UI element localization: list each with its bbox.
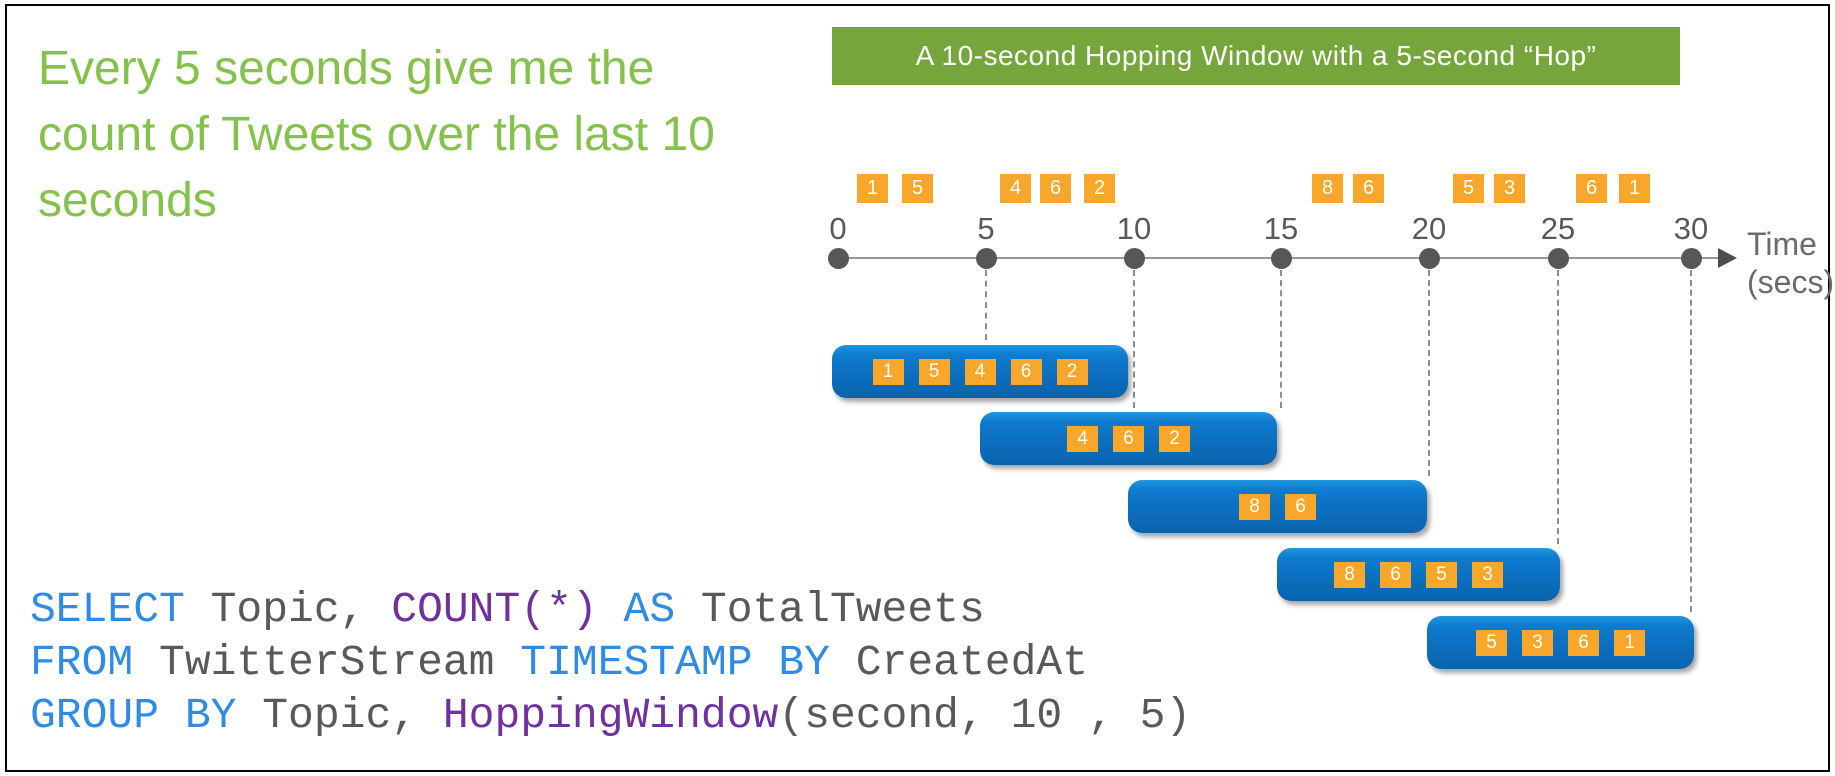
code-token: AS <box>623 585 676 634</box>
event-chip: 4 <box>1000 174 1031 203</box>
code-line: GROUP BY Topic, HoppingWindow(second, 10… <box>30 689 1191 742</box>
tick-dot <box>1548 248 1569 269</box>
code-token: TIMESTAMP BY <box>520 638 830 687</box>
event-chip: 5 <box>902 174 933 203</box>
tick-dot <box>1419 248 1440 269</box>
banner-title: A 10-second Hopping Window with a 5-seco… <box>832 27 1680 85</box>
code-token: Topic, <box>184 585 392 634</box>
tick-dot <box>1271 248 1292 269</box>
dashed-connector <box>1280 270 1282 408</box>
headline-text: Every 5 seconds give me the count of Twe… <box>38 42 715 227</box>
event-chip: 1 <box>1619 174 1650 203</box>
window-event-chip: 6 <box>1285 493 1316 520</box>
code-token: TotalTweets <box>675 585 985 634</box>
tick-label: 15 <box>1263 211 1299 246</box>
window-event-chip: 4 <box>1067 425 1098 452</box>
window-event-chip: 3 <box>1522 629 1553 656</box>
time-axis-label-line1: Time <box>1747 226 1817 262</box>
code-token: GROUP BY <box>30 691 237 740</box>
window-event-chip: 2 <box>1159 425 1190 452</box>
tick-label: 25 <box>1540 211 1576 246</box>
code-token: Topic, <box>236 691 443 740</box>
tick-dot <box>828 248 849 269</box>
code-token: SELECT <box>30 585 185 634</box>
dashed-connector <box>1133 270 1135 408</box>
event-chip: 6 <box>1576 174 1607 203</box>
window-event-chip: 6 <box>1380 561 1411 588</box>
time-axis-label: Time (secs) <box>1747 225 1834 301</box>
tick-label: 20 <box>1411 211 1447 246</box>
window-event-chip: 1 <box>1614 629 1645 656</box>
dashed-connector <box>1428 270 1430 476</box>
event-chip: 3 <box>1494 174 1525 203</box>
tick-label: 0 <box>829 211 847 246</box>
event-chip: 2 <box>1084 174 1115 203</box>
window-event-chip: 6 <box>1568 629 1599 656</box>
code-token: CreatedAt <box>829 638 1088 687</box>
event-chip: 6 <box>1040 174 1071 203</box>
window-event-chip: 4 <box>964 358 996 385</box>
window-event-chip: 5 <box>1476 629 1507 656</box>
event-chip: 6 <box>1353 174 1384 203</box>
window-event-chip: 5 <box>1426 561 1457 588</box>
event-chip: 8 <box>1312 174 1343 203</box>
window-event-chip: 1 <box>872 358 904 385</box>
tick-label: 30 <box>1673 211 1709 246</box>
window-event-chip: 8 <box>1239 493 1270 520</box>
window-event-chip: 5 <box>918 358 950 385</box>
timeline-arrow-icon <box>1718 248 1737 268</box>
dashed-connector <box>985 270 987 340</box>
window-event-chip: 6 <box>1113 425 1144 452</box>
tick-dot <box>1124 248 1145 269</box>
event-chip: 5 <box>1453 174 1484 203</box>
dashed-connector <box>1557 270 1559 544</box>
code-line: SELECT Topic, COUNT(*) AS TotalTweets <box>30 583 1191 636</box>
tick-label: 5 <box>977 211 995 246</box>
window-event-chip: 8 <box>1334 561 1365 588</box>
time-axis-label-line2: (secs) <box>1747 264 1835 300</box>
code-token: COUNT(*) <box>391 585 598 634</box>
code-token: TwitterStream <box>133 638 521 687</box>
code-token: HoppingWindow <box>442 691 779 740</box>
window-event-chip: 6 <box>1010 358 1042 385</box>
code-line: FROM TwitterStream TIMESTAMP BY CreatedA… <box>30 636 1191 689</box>
event-chip: 1 <box>857 174 888 203</box>
window-event-chip: 2 <box>1056 358 1088 385</box>
window-event-chip: 3 <box>1472 561 1503 588</box>
code-token <box>598 585 624 634</box>
tick-dot <box>976 248 997 269</box>
code-token: (second, 10 , 5) <box>778 691 1192 740</box>
code-token: FROM <box>30 638 134 687</box>
dashed-connector <box>1690 270 1692 612</box>
tick-label: 10 <box>1116 211 1152 246</box>
tick-dot <box>1681 248 1702 269</box>
